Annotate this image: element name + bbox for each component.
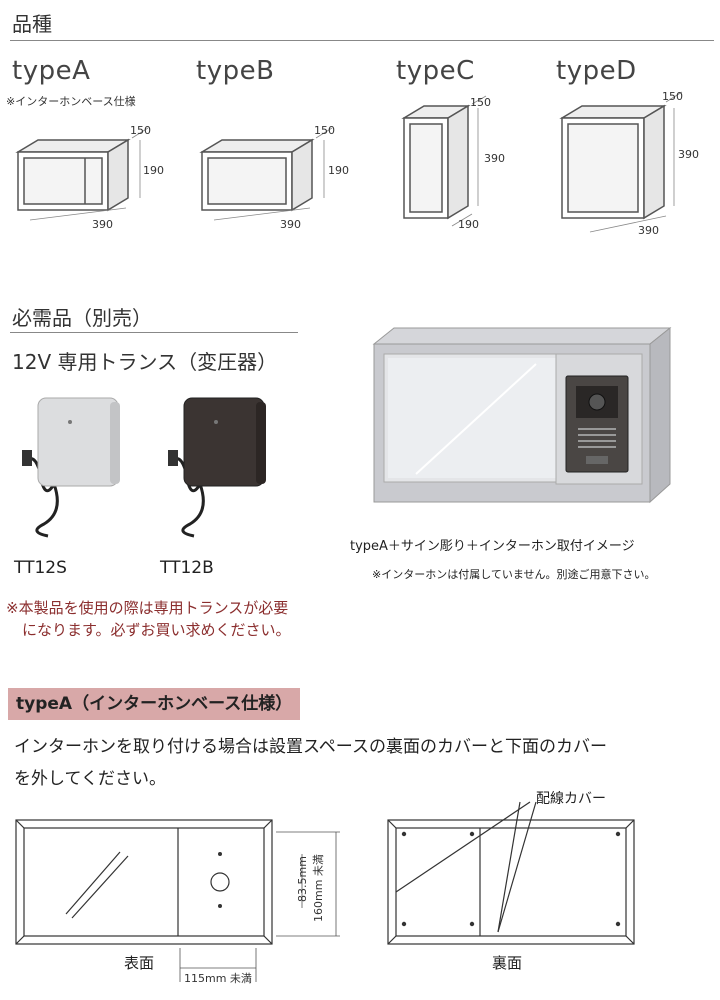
transformer-black-model: TT12B — [160, 558, 214, 578]
transformer-white-model: TT12S — [14, 558, 67, 578]
typeD-label: typeD — [556, 56, 637, 86]
typeC-dim-height: 390 — [484, 152, 505, 165]
typeA-dim-depth: 150 — [130, 124, 151, 137]
front-label: 表面 — [124, 954, 155, 972]
product-caption: typeA＋サイン彫り＋インターホン取付イメージ — [350, 539, 635, 554]
product-image — [372, 326, 672, 504]
transformer-black-image — [168, 397, 266, 538]
back-diagram — [387, 801, 635, 945]
typeB-dim-height: 190 — [328, 164, 349, 177]
variants-title: 品種 — [12, 12, 52, 36]
typeD-dim-depth: 150 — [662, 90, 683, 103]
dim-83: 83.5mm — [296, 856, 309, 902]
back-label: 裏面 — [492, 954, 523, 972]
front-diagram: 83.5mm 160mm 未満 115mm 未満 — [15, 819, 340, 985]
typeB-dim-depth: 150 — [314, 124, 335, 137]
typeA-description-line1: インターホンを取り付ける場合は設置スペースの裏面のカバーと下面のカバー — [14, 737, 607, 757]
typeA-dim-height: 190 — [143, 164, 164, 177]
required-subtitle: 12V 専用トランス（変圧器） — [12, 350, 278, 374]
wiring-cover-label: 配線カバー — [536, 791, 606, 807]
divider — [10, 40, 714, 41]
dim-115: 115mm 未満 — [184, 972, 252, 985]
transformer-white-image — [22, 397, 120, 538]
typeA-label: typeA — [12, 56, 91, 86]
typeC-box-drawing: 150 390 190 — [401, 95, 505, 231]
typeA-dim-width: 390 — [92, 218, 113, 231]
typeA-note: ※インターホンベース仕様 — [6, 95, 136, 108]
typeD-box-drawing: 150 390 390 — [559, 90, 699, 237]
dim-160: 160mm 未満 — [312, 854, 325, 922]
required-title: 必需品（別売） — [12, 306, 152, 330]
typeA-description-line2: を外してください。 — [14, 769, 166, 789]
typeC-dim-width: 190 — [458, 218, 479, 231]
typeB-dim-width: 390 — [280, 218, 301, 231]
typeB-box-drawing: 150 190 390 — [199, 124, 349, 231]
divider — [10, 332, 298, 333]
typeD-dim-height: 390 — [678, 148, 699, 161]
required-note-line1: ※本製品を使用の際は専用トランスが必要 — [6, 599, 289, 617]
typeA-box-drawing: 150 190 390 — [15, 124, 164, 231]
product-note: ※インターホンは付属していません。別途ご用意下さい。 — [372, 568, 656, 581]
typeC-label: typeC — [396, 56, 475, 86]
typeB-label: typeB — [196, 56, 275, 86]
typeD-dim-width: 390 — [638, 224, 659, 237]
typeC-dim-depth: 150 — [470, 96, 491, 109]
required-note-line2: になります。必ずお買い求めください。 — [22, 621, 291, 639]
typeA-section-tag: typeA（インターホンベース仕様） — [8, 688, 301, 720]
